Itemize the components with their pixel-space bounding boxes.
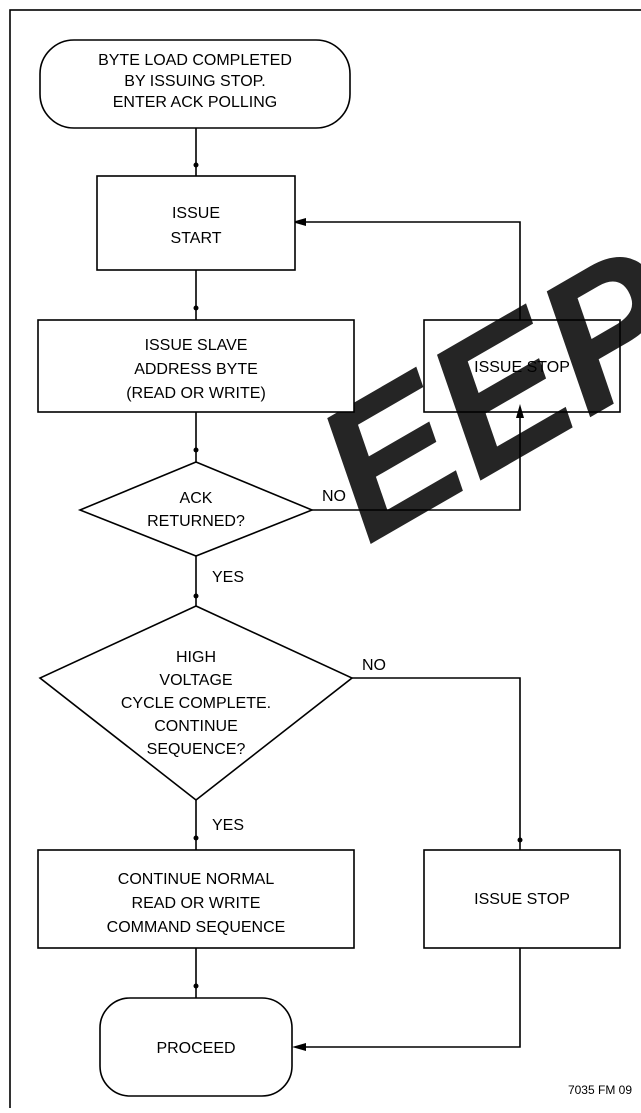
label-hv-yes: YES: [212, 817, 244, 834]
edge-stop-to-start: [296, 221, 521, 320]
node-proceed-label: PROCEED: [156, 1040, 235, 1057]
label-ack-no: NO: [322, 488, 346, 505]
node-issue-start-line1: ISSUE: [172, 205, 220, 222]
node-slave-address-line2: ADDRESS BYTE: [134, 361, 258, 378]
node-ack-returned-line2: RETURNED?: [147, 513, 245, 530]
node-slave-address-line3: (READ OR WRITE): [126, 385, 266, 402]
node-issue-start-line2: START: [171, 230, 222, 247]
node-ack-returned-line1: ACK: [180, 490, 213, 507]
label-ack-yes: YES: [212, 569, 244, 586]
node-continue-normal: [37, 849, 355, 949]
node-hv-cycle-line5: SEQUENCE?: [147, 741, 246, 758]
node-issue-start: [96, 175, 296, 271]
node-issue-stop-top: [423, 319, 621, 413]
node-proceed: [99, 997, 293, 1097]
node-issue-stop-bottom-label: ISSUE STOP: [474, 891, 570, 908]
node-start-line1: BYTE LOAD COMPLETED: [98, 52, 292, 69]
edge-ack-no: [312, 412, 521, 511]
node-issue-stop-top-label: ISSUE STOP: [474, 359, 570, 376]
node-hv-cycle-line4: CONTINUE: [154, 718, 238, 735]
node-slave-address: [37, 319, 355, 413]
node-slave-address-line1: ISSUE SLAVE: [145, 337, 248, 354]
node-ack-returned: [77, 461, 315, 557]
node-continue-normal-line2: READ OR WRITE: [132, 895, 261, 912]
figure-frame: [9, 9, 641, 1113]
node-issue-stop-bottom: [423, 849, 621, 949]
node-continue-normal-line3: COMMAND SEQUENCE: [107, 919, 286, 936]
node-start: [39, 39, 351, 129]
node-continue-normal-line1: CONTINUE NORMAL: [118, 871, 275, 888]
node-start-line3: ENTER ACK POLLING: [113, 94, 278, 111]
node-start-line2: BY ISSUING STOP.: [124, 73, 265, 90]
edge-hv-no: [352, 677, 521, 850]
node-hv-cycle-line3: CYCLE COMPLETE.: [121, 695, 271, 712]
label-hv-no: NO: [362, 657, 386, 674]
edge-stop-to-proceed: [296, 948, 521, 1048]
figure-code: 7035 FM 09: [568, 1083, 632, 1097]
node-hv-cycle: [38, 605, 354, 802]
node-hv-cycle-line1: HIGH: [176, 649, 216, 666]
node-hv-cycle-line2: VOLTAGE: [159, 672, 232, 689]
connectors: [193, 128, 524, 1051]
